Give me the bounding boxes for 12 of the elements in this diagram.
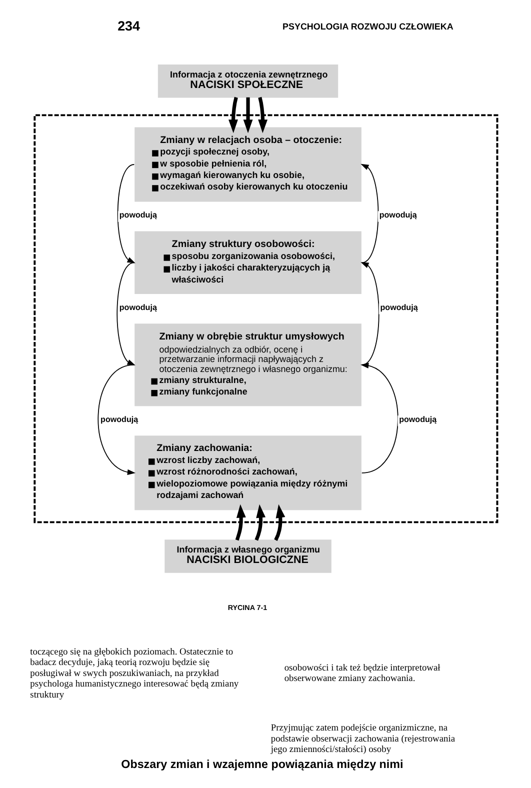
- edge-label: powodują: [119, 302, 157, 312]
- label: osobowości i tak też będzie interpretował obserwowane zmiany zachowania.: [284, 663, 440, 684]
- caption: Obszary zmian i wzajemne powiązania między nimi: [121, 758, 404, 772]
- edge-label: powodują: [379, 210, 417, 220]
- edge-label: powodują: [399, 414, 437, 424]
- label: 234: [118, 18, 140, 34]
- edge-label: powodują: [119, 210, 157, 220]
- label: toczącego się na głębokich poziomach. Ostatecznie to badacz decyduje, jaką teorią rozwoju będzie się posługiwał w swych poszukiwaniach, na przykład psychologa humanistycznego interesować będą zmiany struktury: [30, 647, 239, 700]
- edge-label: powodują: [380, 302, 418, 312]
- label: Przyjmując zatem podejście organizmiczne, na podstawie obserwacji zachowania (rejestrowania jego zmienności/stałości) osoby: [270, 724, 456, 756]
- label: PSYCHOLOGIA ROZWOJU CZŁOWIEKA: [282, 22, 454, 32]
- edge-label: powodują: [100, 414, 138, 424]
